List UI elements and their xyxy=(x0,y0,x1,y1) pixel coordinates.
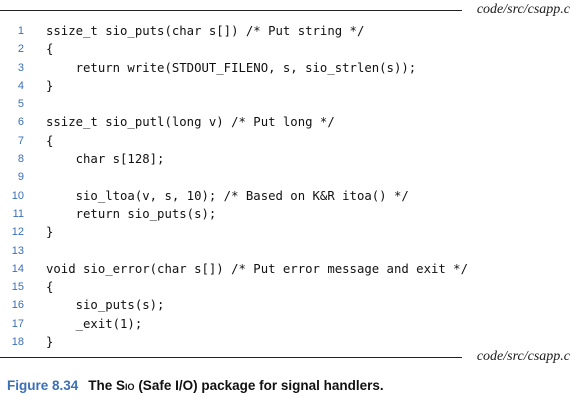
code-line: 15 { xyxy=(0,278,560,296)
line-number: 7 xyxy=(17,134,24,147)
code-line: 12} xyxy=(0,223,560,241)
caption-sio-name: Sio xyxy=(116,378,135,393)
code-line: 7{ xyxy=(0,132,560,150)
figure-number: Figure 8.34 xyxy=(7,378,79,393)
line-number: 16 xyxy=(11,299,24,312)
code-text: return write(STDOUT_FILENO, s, sio_strle… xyxy=(46,60,417,75)
line-number: 17 xyxy=(11,317,24,330)
code-text: { xyxy=(46,42,54,57)
code-text: { xyxy=(46,280,54,295)
code-line: 10 sio_ltoa(v, s, 10); /* Based on K&R i… xyxy=(0,187,560,205)
code-line: 14 void sio_error(char s[]) /* Put error … xyxy=(0,260,560,278)
code-listing: 1 ssize_t sio_puts(char s[]) /* Put strin… xyxy=(0,22,560,351)
code-text: char s[128]; xyxy=(46,152,165,167)
code-text: sio_puts(s); xyxy=(46,298,165,313)
code-text: return sio_puts(s); xyxy=(46,206,217,221)
line-number: 8 xyxy=(17,153,24,166)
code-line: 5 xyxy=(0,95,560,113)
caption-text-prefix: The xyxy=(88,378,117,393)
top-file-label: code/src/csapp.c xyxy=(476,2,570,17)
bottom-file-rule: code/src/csapp.c xyxy=(0,349,570,365)
line-number: 18 xyxy=(11,336,24,349)
code-line: 1 ssize_t sio_puts(char s[]) /* Put strin… xyxy=(0,22,560,40)
line-number: 15 xyxy=(11,281,24,294)
bottom-file-label: code/src/csapp.c xyxy=(476,349,570,364)
line-number: 10 xyxy=(11,189,24,202)
figure-caption: Figure 8.34 The Sio (Safe I/O) package fo… xyxy=(7,378,384,393)
code-line: 16 sio_puts(s); xyxy=(0,296,560,314)
top-rule-line xyxy=(0,10,462,11)
line-number: 2 xyxy=(17,43,24,56)
caption-text-suffix: (Safe I/O) package for signal handlers. xyxy=(134,378,384,393)
line-number: 12 xyxy=(11,226,24,239)
line-number: 6 xyxy=(17,116,24,129)
code-text: ssize_t sio_putl(long v) /* Put long */ xyxy=(46,115,335,130)
line-number: 3 xyxy=(17,61,24,74)
code-line: 11 return sio_puts(s); xyxy=(0,205,560,223)
line-number: 4 xyxy=(17,79,24,92)
code-line: 18} xyxy=(0,333,560,351)
line-number: 5 xyxy=(17,98,24,111)
code-text: sio_ltoa(v, s, 10); /* Based on K&R itoa… xyxy=(46,188,409,203)
line-number: 9 xyxy=(17,171,24,184)
code-line: 8 char s[128]; xyxy=(0,150,560,168)
code-line: 6 ssize_t sio_putl(long v) /* Put long */ xyxy=(0,113,560,131)
line-number: 11 xyxy=(12,207,24,220)
code-text: _exit(1); xyxy=(46,316,143,331)
code-text: } xyxy=(46,335,54,350)
line-number: 1 xyxy=(17,25,24,37)
code-line: 17 _exit(1); xyxy=(0,315,560,333)
top-file-rule: code/src/csapp.c xyxy=(0,2,570,18)
bottom-rule-line xyxy=(0,357,462,358)
code-text: } xyxy=(46,225,54,240)
code-line: 4} xyxy=(0,77,560,95)
code-text: ssize_t sio_puts(char s[]) /* Put string… xyxy=(46,24,365,38)
code-line: 9 xyxy=(0,168,560,186)
code-text: void sio_error(char s[]) /* Put error me… xyxy=(46,261,468,276)
line-number: 14 xyxy=(11,262,24,275)
code-line: 3 return write(STDOUT_FILENO, s, sio_str… xyxy=(0,59,560,77)
code-line: 2{ xyxy=(0,40,560,58)
code-text: { xyxy=(46,133,54,148)
code-line: 13 xyxy=(0,242,560,260)
code-text: } xyxy=(46,78,54,93)
line-number: 13 xyxy=(11,244,24,257)
